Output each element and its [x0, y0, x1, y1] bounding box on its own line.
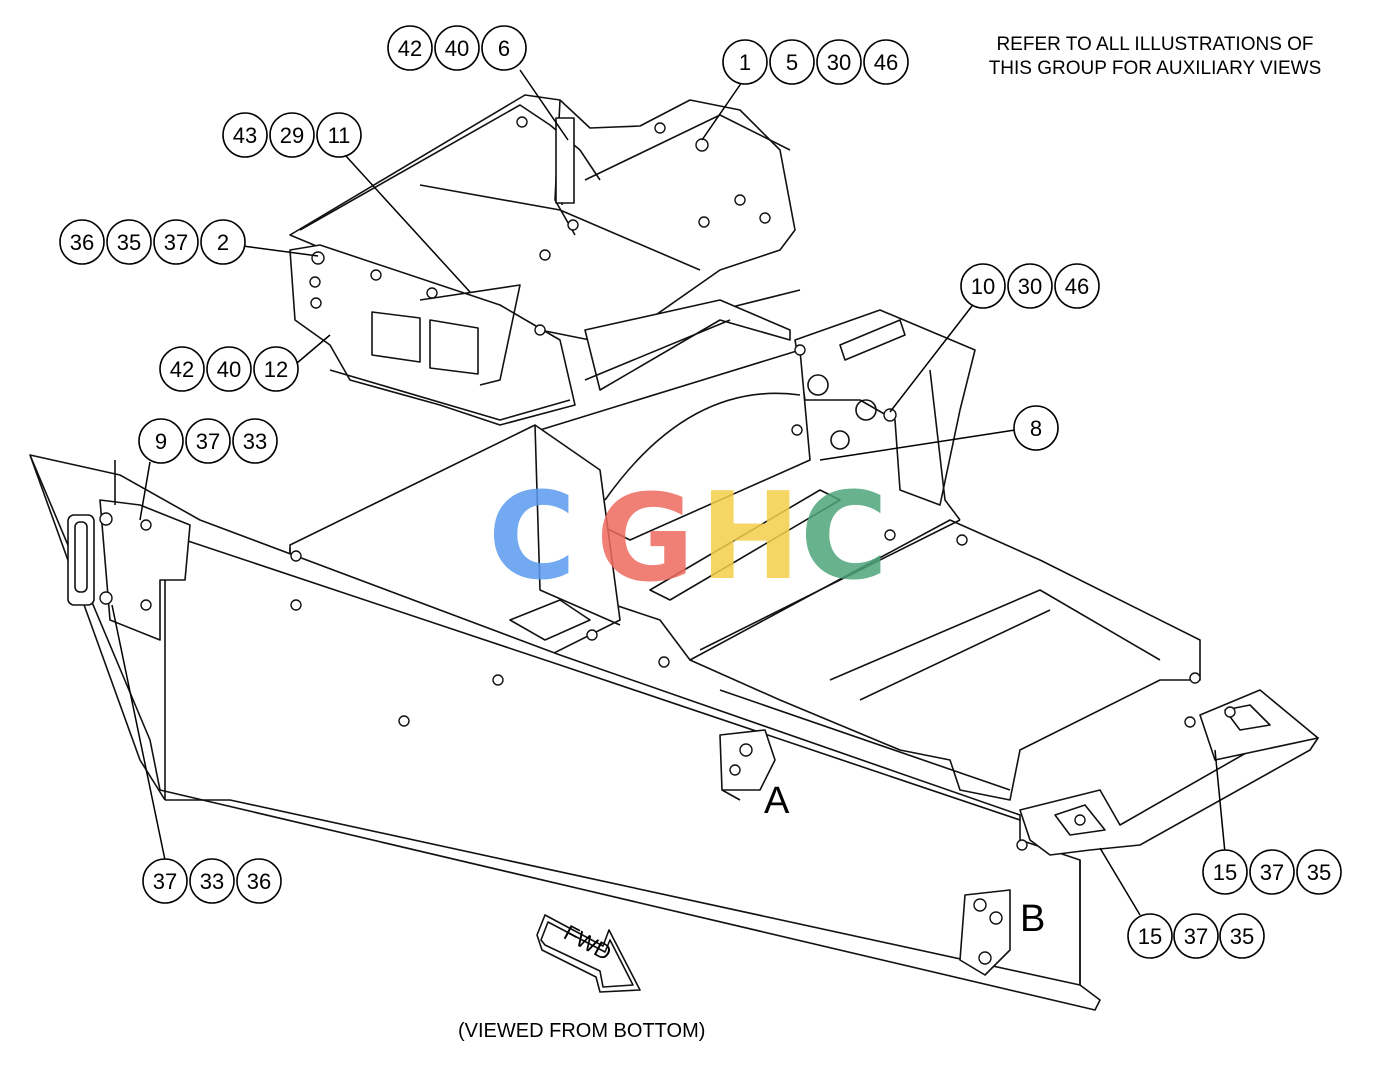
reference-note: REFER TO ALL ILLUSTRATIONS OF THIS GROUP…	[940, 33, 1370, 81]
callout-circle	[142, 858, 188, 904]
callout-circle	[153, 219, 199, 265]
callout-number: 33	[243, 429, 267, 454]
watermark-letter: G	[596, 470, 695, 609]
callout-circle	[206, 346, 252, 392]
callout-number: 46	[1065, 274, 1089, 299]
callout-number: 12	[264, 357, 288, 382]
callout-circle	[200, 219, 246, 265]
callout-number: 8	[1030, 416, 1042, 441]
callout-group-15-37-35-r: 15 37 35	[1202, 849, 1342, 895]
callout-circle	[1007, 263, 1053, 309]
callout-circle	[434, 25, 480, 71]
callout-number: 40	[217, 357, 241, 382]
callout-group-42-40-6: 42 40 6	[387, 25, 527, 71]
callout-number: 15	[1138, 924, 1162, 949]
callout-number: 1	[739, 50, 751, 75]
callout-circle	[253, 346, 299, 392]
view-label-a: A	[764, 780, 790, 822]
callout-circle	[769, 39, 815, 85]
callout-group-37-33-36: 37 33 36	[142, 858, 282, 904]
callout-circle	[138, 418, 184, 464]
leader-lines	[111, 69, 1226, 916]
callout-group-43-29-11: 43 29 11	[222, 112, 362, 158]
watermark-letter: C	[488, 468, 576, 607]
note-line-2: THIS GROUP FOR AUXILIARY VIEWS	[988, 58, 1322, 79]
callout-circle	[1219, 913, 1265, 959]
callout-group-42-40-12: 42 40 12	[159, 346, 299, 392]
view-caption: (VIEWED FROM BOTTOM)	[458, 1020, 706, 1042]
callout-circle	[863, 39, 909, 85]
callout-circle	[1249, 849, 1295, 895]
callout-number: 33	[200, 869, 224, 894]
callout-number: 30	[827, 50, 851, 75]
callout-group-10-30-46: 10 30 46	[960, 263, 1100, 309]
watermark-letter: C	[800, 468, 888, 607]
callout-number: 35	[1230, 924, 1254, 949]
callout-circle	[59, 219, 105, 265]
callout-number: 11	[328, 123, 351, 148]
callout-group-15-37-35-b: 15 37 35	[1127, 913, 1265, 959]
note-line-1: REFER TO ALL ILLUSTRATIONS OF	[996, 34, 1314, 55]
callout-circle	[387, 25, 433, 71]
callout-circle	[1054, 263, 1100, 309]
callout-number: 9	[155, 429, 167, 454]
callout-group-8: 8	[1013, 405, 1059, 451]
callout-number: 37	[164, 230, 188, 255]
callout-number: 40	[445, 36, 469, 61]
callout-circle	[1173, 913, 1219, 959]
callout-number: 35	[117, 230, 141, 255]
callout-circle	[1013, 405, 1059, 451]
callout-number: 42	[170, 357, 194, 382]
callout-circle	[816, 39, 862, 85]
callout-number: 2	[217, 230, 229, 255]
callout-number: 30	[1018, 274, 1042, 299]
callout-circle	[1127, 913, 1173, 959]
callout-circle	[185, 418, 231, 464]
watermark-letter: H	[700, 468, 800, 607]
watermark: C G H C	[488, 468, 888, 609]
callout-circle	[316, 112, 362, 158]
callout-circle	[106, 219, 152, 265]
view-label-b: B	[1020, 898, 1046, 940]
callout-circle	[232, 418, 278, 464]
callout-number: 37	[153, 869, 177, 894]
callout-circle	[189, 858, 235, 904]
callout-number: 15	[1213, 860, 1237, 885]
callout-circle	[1296, 849, 1342, 895]
callout-circle	[159, 346, 205, 392]
callout-circle	[269, 112, 315, 158]
callout-circle	[722, 39, 768, 85]
callout-number: 43	[233, 123, 257, 148]
callout-number: 42	[398, 36, 422, 61]
callout-group-36-35-37-2: 36 35 37 2	[59, 219, 246, 265]
callout-number: 36	[247, 869, 271, 894]
callout-number: 5	[786, 50, 798, 75]
callout-circle	[481, 25, 527, 71]
callout-circle	[222, 112, 268, 158]
callout-number: 37	[1260, 860, 1284, 885]
callout-number: 37	[1184, 924, 1208, 949]
fwd-arrow-icon: FWD	[536, 914, 641, 993]
callout-circle	[236, 858, 282, 904]
callout-number: 46	[874, 50, 898, 75]
callout-number: 35	[1307, 860, 1331, 885]
callout-number: 10	[971, 274, 995, 299]
callout-number: 6	[498, 36, 510, 61]
callout-circle	[960, 263, 1006, 309]
callout-group-1-5-30-46: 1 5 30 46	[722, 39, 909, 85]
callout-circle	[1202, 849, 1248, 895]
callout-number: 29	[280, 123, 304, 148]
callout-group-9-37-33: 9 37 33	[138, 418, 278, 464]
frame-drawing	[29, 94, 1319, 1011]
callout-number: 37	[196, 429, 220, 454]
callout-number: 36	[70, 230, 94, 255]
